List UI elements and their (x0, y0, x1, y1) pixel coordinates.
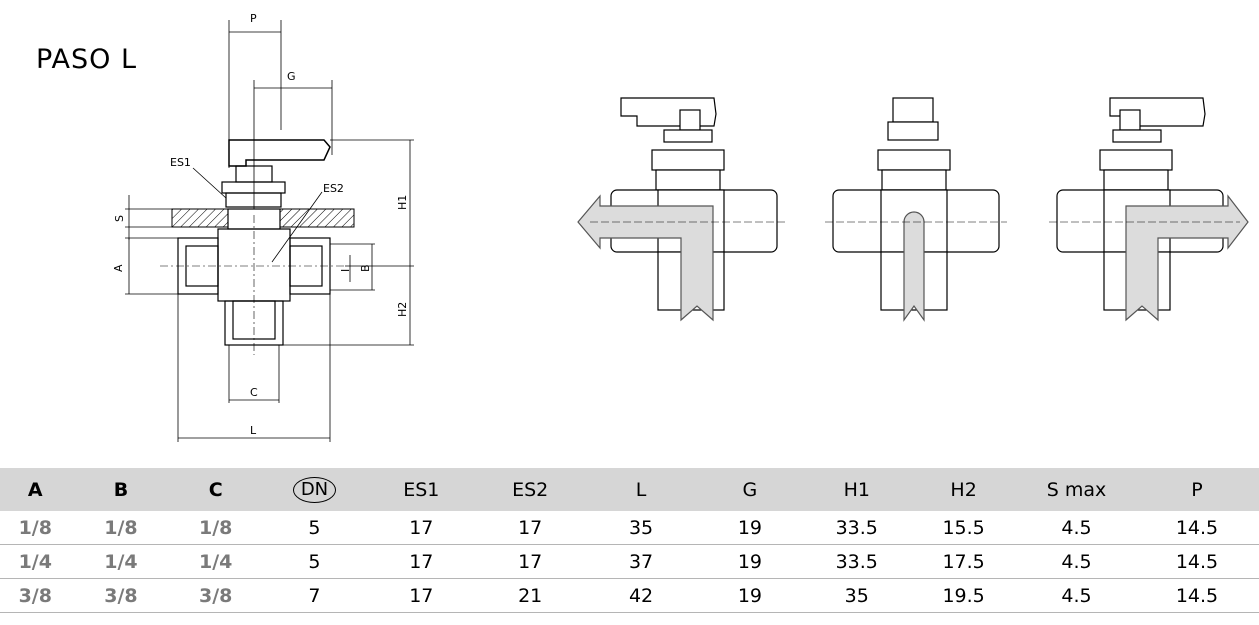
cell-h1: 33.5 (804, 544, 910, 579)
cell-s-max: 4.5 (1018, 544, 1135, 579)
cell-es2: 17 (473, 544, 587, 579)
cell-es2: 21 (473, 578, 587, 613)
cell-b: 1/4 (70, 544, 172, 579)
table-row: 3/8 3/8 3/8 7 17 21 42 19 35 19.5 4.5 14… (0, 578, 1259, 613)
cell-l: 42 (586, 578, 696, 613)
cell-g: 19 (695, 511, 805, 545)
dim-label-es2: ES2 (323, 182, 344, 195)
cell-es1: 17 (368, 544, 474, 579)
cell-dn: 5 (260, 544, 369, 579)
cell-g: 19 (695, 544, 805, 579)
header-es1: ES1 (368, 468, 474, 511)
cell-b: 3/8 (70, 578, 172, 613)
header-s-max: S max (1018, 468, 1135, 511)
dn-badge: DN (292, 476, 337, 503)
cell-a: 1/8 (0, 511, 71, 545)
cell-g: 19 (695, 578, 805, 613)
header-es2: ES2 (473, 468, 587, 511)
dim-label-g: G (287, 70, 296, 83)
dim-label-i: I (339, 269, 352, 272)
cell-c: 1/8 (171, 511, 261, 545)
header-l: L (586, 468, 696, 511)
spec-table: A B C DN ES1 ES2 L G H1 H2 S max P 1/8 1… (0, 468, 1259, 613)
dim-label-b: B (359, 264, 372, 272)
header-a: A (0, 468, 71, 511)
valve-drawings: P G ES1 ES2 S A I B H1 H2 C L (112, 12, 1249, 442)
header-g: G (695, 468, 805, 511)
dim-label-h2: H2 (396, 302, 409, 317)
cell-c: 1/4 (171, 544, 261, 579)
cell-h2: 17.5 (909, 544, 1019, 579)
cell-es2: 17 (473, 511, 587, 545)
page-title: PASO L (36, 44, 138, 75)
table-row: 1/8 1/8 1/8 5 17 17 35 19 33.5 15.5 4.5 … (0, 511, 1259, 545)
dim-label-es1: ES1 (170, 156, 191, 169)
table-row: 1/4 1/4 1/4 5 17 17 37 19 33.5 17.5 4.5 … (0, 544, 1259, 579)
cell-a: 3/8 (0, 578, 71, 613)
cell-c: 3/8 (171, 578, 261, 613)
cell-s-max: 4.5 (1018, 578, 1135, 613)
header-p: P (1134, 468, 1259, 511)
flow-diagram-right (1049, 97, 1249, 322)
cell-s-max: 4.5 (1018, 511, 1135, 545)
dim-label-h1: H1 (396, 195, 409, 210)
header-h1: H1 (804, 468, 910, 511)
dim-label-l: L (250, 424, 257, 437)
technical-drawing (125, 20, 414, 442)
header-b: B (70, 468, 172, 511)
dim-label-c: C (250, 386, 258, 399)
cell-h1: 33.5 (804, 511, 910, 545)
cell-es1: 17 (368, 511, 474, 545)
dim-label-a: A (112, 264, 125, 272)
flow-diagram-left (577, 97, 788, 322)
flow-diagram-closed (825, 97, 1007, 322)
header-h2: H2 (909, 468, 1019, 511)
cell-l: 37 (586, 544, 696, 579)
cell-h2: 15.5 (909, 511, 1019, 545)
cell-a: 1/4 (0, 544, 71, 579)
cell-dn: 5 (260, 511, 369, 545)
cell-h2: 19.5 (909, 578, 1019, 613)
header-dn: DN (260, 468, 369, 511)
cell-p: 14.5 (1134, 544, 1259, 579)
cell-es1: 17 (368, 578, 474, 613)
cell-p: 14.5 (1134, 578, 1259, 613)
table-header-row: A B C DN ES1 ES2 L G H1 H2 S max P (0, 468, 1259, 511)
cell-l: 35 (586, 511, 696, 545)
cell-dn: 7 (260, 578, 369, 613)
cell-p: 14.5 (1134, 511, 1259, 545)
dim-label-p: P (250, 12, 257, 25)
cell-h1: 35 (804, 578, 910, 613)
cell-b: 1/8 (70, 511, 172, 545)
header-c: C (171, 468, 261, 511)
dim-label-s: S (113, 215, 126, 222)
